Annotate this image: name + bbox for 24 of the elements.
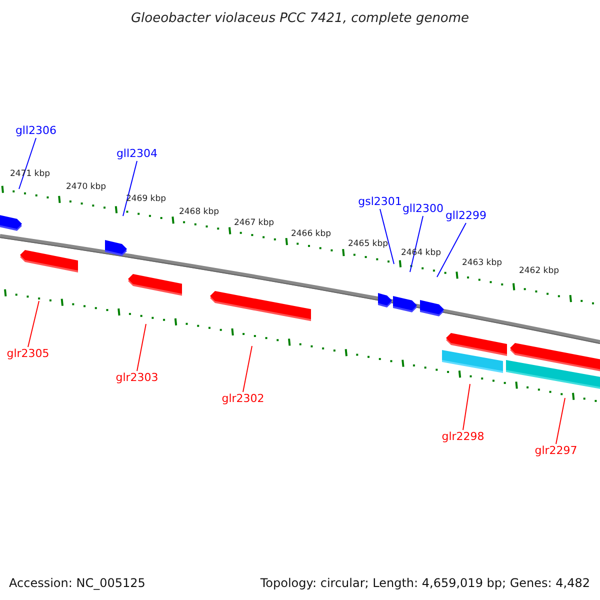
position-label: 2462 kbp [518, 266, 560, 276]
position-label: 2470 kbp [66, 182, 106, 192]
leader-line [136, 324, 146, 372]
leader-line [462, 384, 470, 430]
gene-label: glr2302 [217, 392, 269, 406]
leader-line [380, 208, 394, 264]
position-label: 2468 kbp [178, 207, 220, 217]
accession-text: Accession: NC_005125 [9, 575, 146, 592]
leader-line [242, 346, 252, 392]
title: Gloeobacter violaceus PCC 7421, complete genome [130, 10, 470, 28]
position-label: 2467 kbp [234, 218, 274, 228]
leader-line [556, 398, 566, 444]
position-label: 2463 kbp [462, 258, 502, 268]
position-label: 2466 kbp [290, 229, 332, 239]
genome-summary-text: Topology: circular; Length: 4,659,019 bp; Genes: 4,482 [260, 575, 590, 592]
gene-label: glr2297 [530, 444, 582, 458]
position-label: 2465 kbp [348, 239, 388, 249]
gene-label: glr2298 [437, 430, 489, 444]
gene-label: gll2306 [10, 124, 62, 138]
gene-label: glr2303 [111, 371, 163, 385]
gene-label: gll2304 [111, 147, 163, 161]
gene-label: glr2305 [2, 347, 54, 361]
leader-line [436, 222, 466, 278]
leader-line [28, 300, 40, 348]
